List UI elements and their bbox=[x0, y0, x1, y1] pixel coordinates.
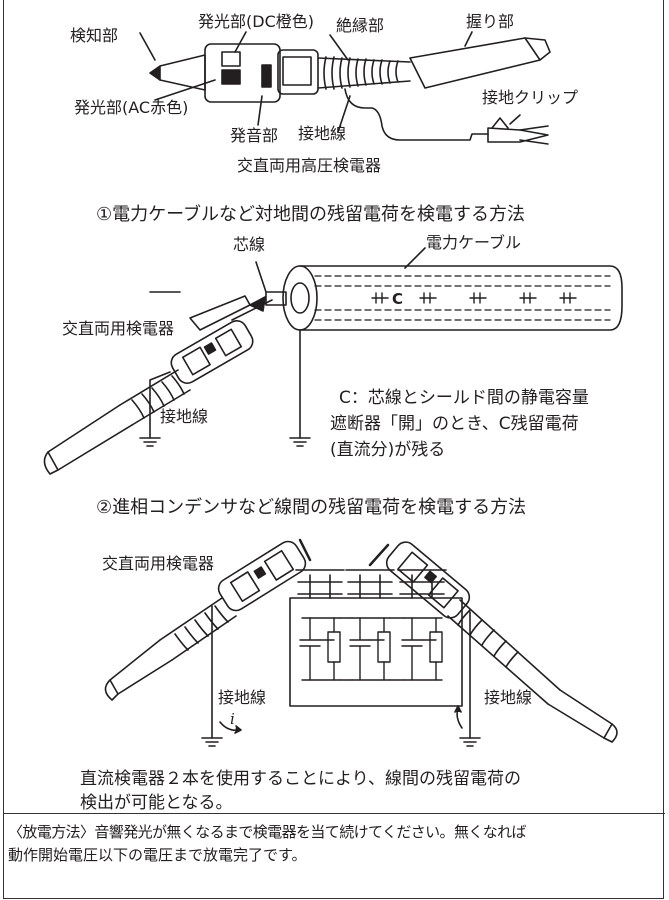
discharge-line-1: 〈放電方法〉音響発光が無くなるまで検電器を当て続けてください。無くなれば bbox=[8, 823, 527, 841]
fig3-note-line-2: 検出が可能となる。 bbox=[80, 793, 233, 813]
label-lamp-ac: 発光部(AC赤色) bbox=[74, 98, 189, 117]
label-detector-3: 交直両用検電器 bbox=[102, 554, 215, 573]
label-detector: 検知部 bbox=[70, 26, 119, 45]
label-insulator: 絶縁部 bbox=[336, 16, 385, 35]
section-divider bbox=[3, 813, 665, 814]
fig2-note-line-1: C：芯線とシールド間の静電容量 bbox=[339, 388, 589, 408]
fig3-note-line-1: 直流検電器２本を使用することにより、線間の残留電荷の bbox=[80, 769, 521, 789]
fig2-note-line-2: 遮断器「開」のとき、C残留電荷 bbox=[330, 414, 579, 434]
fig2-cable-drawing bbox=[43, 247, 623, 475]
page-frame bbox=[3, 0, 664, 899]
label-ground-wire-3: 接地線 bbox=[218, 688, 267, 707]
label-ground-clip: 接地クリップ bbox=[482, 88, 579, 107]
fig2-note-line-3: (直流分)が残る bbox=[330, 440, 446, 460]
fig1-tester-drawing bbox=[139, 31, 551, 145]
label-ground-wire-4: 接地線 bbox=[484, 688, 533, 707]
capacitance-symbol: C bbox=[392, 290, 404, 308]
label-detector-2: 交直両用検電器 bbox=[62, 319, 175, 338]
discharge-line-2: 動作開始電圧以下の電圧まで放電完了です。 bbox=[8, 846, 307, 864]
fig1-caption: 交直両用高圧検電器 bbox=[237, 156, 382, 175]
label-grip: 握り部 bbox=[466, 12, 515, 31]
current-symbol: i bbox=[230, 710, 235, 728]
fig2-heading: ①電力ケーブルなど対地間の残留電荷を検電する方法 bbox=[96, 204, 526, 225]
label-core: 芯線 bbox=[233, 235, 266, 254]
label-ground-wire-2: 接地線 bbox=[160, 407, 209, 426]
label-ground-wire-1: 接地線 bbox=[298, 124, 347, 143]
label-buzzer: 発音部 bbox=[230, 126, 279, 145]
fig3-capacitor-drawing bbox=[104, 538, 618, 747]
label-cable: 電力ケーブル bbox=[426, 233, 522, 252]
fig3-heading: ②進相コンデンサなど線間の残留電荷を検電する方法 bbox=[96, 497, 527, 518]
label-lamp-dc: 発光部(DC橙色) bbox=[198, 12, 314, 31]
